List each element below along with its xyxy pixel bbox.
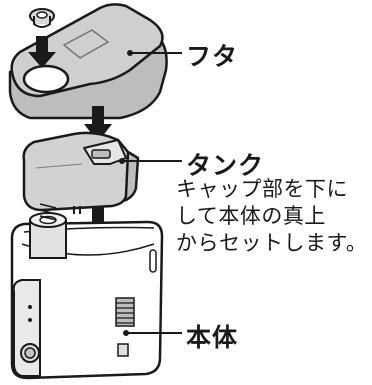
body-label: 本体 [186,323,239,352]
tank-label: タンク [186,151,265,180]
instruction-line-1: キャップ部を下に [176,177,348,201]
lid-hole [22,64,70,94]
vent-grille [115,297,135,327]
instruction-line-2: して本体の真上 [176,204,326,228]
body-part [10,203,164,380]
instruction-text: キャップ部を下に して本体の真上 からセットします。 [176,176,370,257]
tank-part [22,131,140,214]
instruction-line-3: からセットします。 [176,231,368,255]
lid-label: フタ [186,42,239,71]
cap-knob [29,8,55,28]
arrow-cap-to-lid [28,36,56,68]
